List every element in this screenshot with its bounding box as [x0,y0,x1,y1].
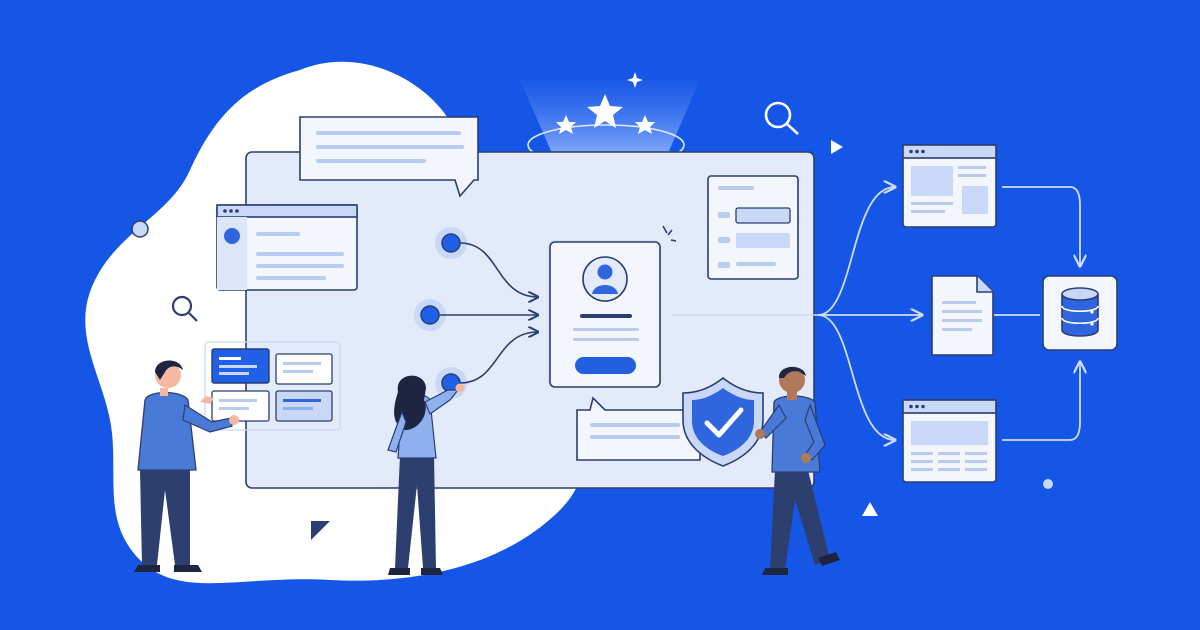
input-node [435,227,467,259]
wireframe-cards [204,341,341,431]
speech-bubble-top [299,116,479,198]
form-card-right [707,175,799,280]
arrow-icon [459,332,538,384]
database-icon [1042,275,1118,351]
user-avatar-icon [582,256,628,302]
flow-lines [817,187,1080,440]
input-node [414,299,446,331]
star-icon [556,115,576,134]
star-icon [635,115,655,134]
shield-check-icon [682,376,764,467]
browser-window-bottom [902,399,997,483]
person-right [755,366,840,575]
search-icon [764,101,799,135]
person-center [387,375,465,575]
star-icon [587,94,623,128]
document-icon [931,275,994,356]
arrow-icon [459,242,538,297]
decorative-dot [131,220,149,238]
person-left [134,360,239,572]
decorative-dot [1043,479,1053,489]
search-icon [171,295,198,322]
play-triangle-icon [831,140,843,154]
sparkle-icon [627,72,643,88]
browser-window-top [902,144,997,228]
browser-card-left [216,204,358,291]
triangle-shape [862,502,878,516]
square-shape [311,521,330,540]
profile-card [548,240,661,388]
speech-bubble-bottom [576,396,701,461]
sparkle-lines [662,225,677,242]
